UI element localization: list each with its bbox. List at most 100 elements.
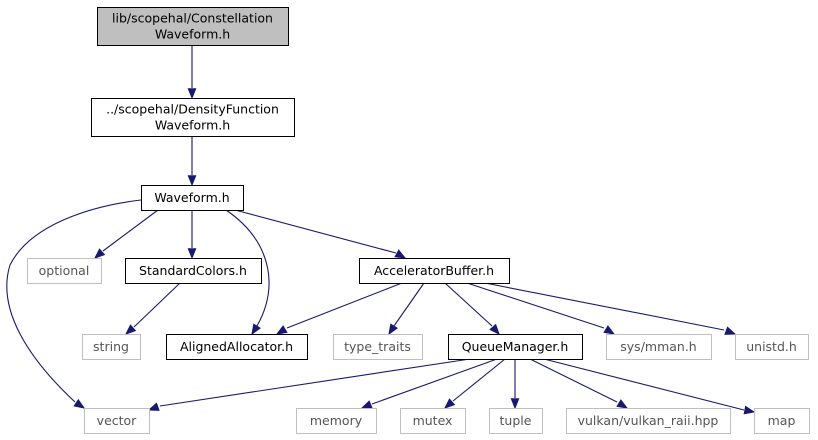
edge-accelbuf-to-type_traits [388, 282, 425, 336]
node-label: lib/scopehal/Constellation [112, 11, 273, 26]
arrow-head-icon [616, 399, 629, 409]
edge-waveform-to-aligned [225, 209, 270, 336]
node-label: mutex [413, 413, 453, 428]
node-accelbuf[interactable]: AcceleratorBuffer.h [359, 258, 510, 284]
edge-line [234, 209, 397, 254]
node-box [448, 334, 583, 360]
edge-line [102, 209, 159, 252]
node-label: memory [310, 413, 363, 428]
node-sysmman: sys/mman.h [606, 334, 712, 360]
node-box [333, 334, 423, 360]
edge-line [466, 282, 605, 329]
arrow-head-icon [360, 400, 373, 409]
arrow-head-icon [489, 323, 500, 336]
edge-line [529, 358, 618, 403]
arrow-head-icon [187, 88, 197, 100]
node-memory: memory [296, 408, 377, 434]
edge-waveform-to-standardcolors [187, 210, 197, 260]
arrow-head-icon [251, 323, 261, 336]
node-label: optional [39, 263, 90, 278]
arrow-head-icon [275, 325, 288, 335]
node-box [166, 334, 308, 360]
node-label: Waveform.h [154, 190, 229, 205]
node-box [296, 408, 377, 434]
node-optional: optional [27, 258, 102, 284]
node-standardcolors[interactable]: StandardColors.h [125, 258, 262, 284]
node-label: tuple [500, 413, 532, 428]
edge-queuemgr-to-mutex [443, 358, 506, 409]
node-mutex: mutex [400, 408, 466, 434]
node-box [125, 258, 262, 284]
node-queuemgr[interactable]: QueueManager.h [448, 334, 583, 360]
node-label: string [93, 339, 129, 354]
edge-line [452, 358, 506, 402]
node-box [359, 258, 510, 284]
node-box [27, 258, 102, 284]
node-box [91, 98, 295, 137]
edge-line [133, 282, 181, 328]
edge-queuemgr-to-vector [147, 358, 471, 411]
arrow-head-icon [394, 249, 407, 259]
node-label: unistd.h [746, 339, 797, 354]
node-box [566, 408, 731, 434]
node-box [489, 408, 543, 434]
node-unistd: unistd.h [735, 334, 809, 360]
arrow-head-icon [93, 248, 106, 259]
node-label: vector [97, 413, 138, 428]
node-aligned[interactable]: AlignedAllocator.h [166, 334, 308, 360]
node-label: AlignedAllocator.h [180, 339, 293, 354]
edge-line [6, 199, 142, 403]
edge-queuemgr-to-vulkan_raii [529, 358, 629, 409]
arrow-head-icon [388, 323, 398, 336]
edge-line [225, 209, 270, 327]
edge-line [286, 282, 403, 329]
node-box [754, 408, 810, 434]
node-box [400, 408, 466, 434]
arrow-head-icon [73, 398, 86, 409]
node-box [735, 334, 809, 360]
edge-line [484, 282, 725, 331]
graph-edges [6, 45, 756, 415]
node-label: StandardColors.h [139, 263, 247, 278]
node-waveform[interactable]: Waveform.h [141, 185, 244, 211]
edge-accelbuf-to-aligned [275, 282, 403, 335]
node-label: Waveform.h [155, 118, 230, 133]
arrow-head-icon [187, 175, 197, 187]
node-type_traits: type_traits [333, 334, 423, 360]
edge-line [444, 282, 493, 327]
node-label: type_traits [344, 339, 411, 354]
edge-line [371, 358, 498, 405]
arrow-head-icon [187, 248, 197, 260]
edge-accelbuf-to-queuemgr [444, 282, 500, 336]
arrow-head-icon [603, 325, 616, 335]
node-label: map [768, 413, 796, 428]
arrow-head-icon [147, 402, 160, 411]
node-label: sys/mman.h [620, 339, 696, 354]
edge-accelbuf-to-unistd [484, 282, 737, 335]
arrow-head-icon [443, 398, 456, 409]
edge-density-to-waveform [187, 136, 197, 187]
node-map: map [754, 408, 810, 434]
edge-line [393, 282, 425, 327]
node-label: ../scopehal/DensityFunction [106, 102, 279, 117]
node-string: string [82, 334, 141, 360]
node-box [97, 7, 289, 46]
node-box [84, 408, 150, 434]
node-label: Waveform.h [155, 27, 230, 42]
node-tuple: tuple [489, 408, 543, 434]
edge-queuemgr-to-memory [360, 358, 498, 409]
node-label: AcceleratorBuffer.h [374, 263, 494, 278]
edge-waveform-to-accelbuf [234, 209, 407, 259]
edge-line [159, 358, 471, 407]
arrow-head-icon [724, 326, 737, 335]
node-box [606, 334, 712, 360]
arrow-head-icon [743, 405, 756, 415]
node-label: QueueManager.h [462, 339, 569, 354]
node-box [82, 334, 141, 360]
edge-constellation-to-density [187, 45, 197, 100]
edge-line [543, 358, 745, 411]
edge-queuemgr-to-map [543, 358, 756, 415]
